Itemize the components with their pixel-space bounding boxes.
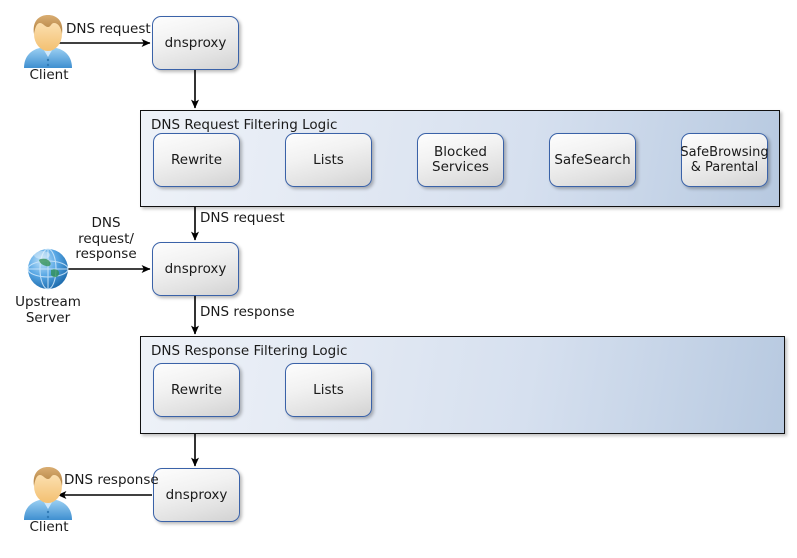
node-request-safesearch[interactable]: SafeSearch [549,133,636,187]
node-response-lists-label: Lists [313,381,344,398]
node-dnsproxy-bottom[interactable]: dnsproxy [153,468,240,522]
node-request-rewrite-label: Rewrite [170,151,223,168]
node-response-rewrite-label: Rewrite [170,381,223,398]
client-bottom-label: Client [29,519,69,535]
upstream-server-globe-icon [22,243,74,295]
node-request-rewrite[interactable]: Rewrite [153,133,240,187]
node-request-lists[interactable]: Lists [285,133,372,187]
node-dnsproxy-top[interactable]: dnsproxy [152,16,239,70]
edge-label-client-to-proxy: DNS request [66,21,151,37]
node-request-safebrowsing-parental[interactable]: SafeBrowsing& Parental [680,133,769,187]
upstream-server-label-line2: Server [25,309,71,326]
node-dnsproxy-mid-label: dnsproxy [164,260,227,277]
client-bottom-icon [20,466,76,520]
node-response-rewrite[interactable]: Rewrite [153,363,240,417]
group-dns-response-filtering-title: DNS Response Filtering Logic [151,343,348,359]
client-top-label: Client [29,67,69,83]
group-dns-request-filtering-title: DNS Request Filtering Logic [151,117,338,133]
edge-label-proxy-to-client: DNS response [64,472,159,488]
upstream-server-label-line1: Upstream [15,294,81,310]
group-dns-response-filtering: DNS Response Filtering Logic [140,336,785,434]
client-top-icon [20,14,76,68]
node-request-safesearch-label: SafeSearch [554,151,631,168]
node-dnsproxy-mid[interactable]: dnsproxy [152,242,239,296]
node-request-safebrowsing-parental-label: SafeBrowsing& Parental [680,145,769,175]
edge-label-proxy-to-response-filter: DNS response [200,304,295,320]
edge-label-proxy-to-request-filter: DNS request [200,210,285,226]
node-dnsproxy-top-label: dnsproxy [164,34,227,51]
node-response-lists[interactable]: Lists [285,363,372,417]
node-dnsproxy-bottom-label: dnsproxy [165,486,228,503]
node-request-lists-label: Lists [313,151,344,168]
